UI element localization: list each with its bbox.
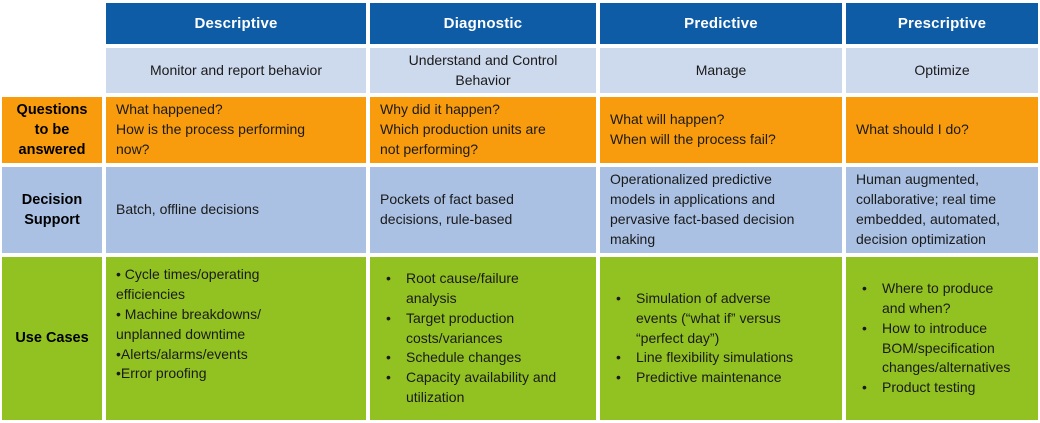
use-case-item: •Alerts/alarms/events <box>116 345 248 362</box>
questions-prescriptive: What should I do? <box>846 97 1038 163</box>
use-case-item: How to introduce BOM/specification chang… <box>856 319 1030 379</box>
subtitle-predictive: Manage <box>600 48 842 93</box>
use-case-item: Product testing <box>856 378 1030 398</box>
use-case-item: Predictive maintenance <box>610 368 834 388</box>
row-label-questions: Questions to be answered <box>2 97 102 163</box>
subtitle-descriptive: Monitor and report behavior <box>106 48 366 93</box>
column-header-predictive: Predictive <box>600 3 842 44</box>
use-case-item: Root cause/failure analysis <box>380 269 588 309</box>
decision-support-predictive: Operationalized predictive models in app… <box>600 167 842 253</box>
questions-predictive: What will happen? When will the process … <box>600 97 842 163</box>
column-header-descriptive: Descriptive <box>106 3 366 44</box>
row-label-use-cases: Use Cases <box>2 257 102 420</box>
questions-diagnostic: Why did it happen? Which production unit… <box>370 97 596 163</box>
use-cases-diagnostic: Root cause/failure analysis Target produ… <box>370 257 596 420</box>
empty-subtitle-cell <box>2 48 102 93</box>
use-cases-prescriptive: Where to produce and when? How to introd… <box>846 257 1038 420</box>
use-case-item: Where to produce and when? <box>856 279 1030 319</box>
questions-descriptive: What happened? How is the process perfor… <box>106 97 366 163</box>
use-case-item: • Machine breakdowns/ unplanned downtime <box>116 305 261 342</box>
use-case-item: Schedule changes <box>380 348 588 368</box>
use-case-item: Target production costs/variances <box>380 309 588 349</box>
decision-support-prescriptive: Human augmented, collaborative; real tim… <box>846 167 1038 253</box>
use-case-item: Capacity availability and utilization <box>380 368 588 408</box>
use-case-item: •Error proofing <box>116 365 207 382</box>
subtitle-diagnostic: Understand and Control Behavior <box>370 48 596 93</box>
use-case-item: Line flexibility simulations <box>610 348 834 368</box>
subtitle-prescriptive: Optimize <box>846 48 1038 93</box>
use-cases-predictive: Simulation of adverse events (“what if” … <box>600 257 842 420</box>
use-case-item: Simulation of adverse events (“what if” … <box>610 289 834 349</box>
column-header-prescriptive: Prescriptive <box>846 3 1038 44</box>
decision-support-descriptive: Batch, offline decisions <box>106 167 366 253</box>
decision-support-diagnostic: Pockets of fact based decisions, rule-ba… <box>370 167 596 253</box>
use-case-item: • Cycle times/operating efficiencies <box>116 266 260 302</box>
use-cases-descriptive: • Cycle times/operating efficiencies • M… <box>106 257 366 420</box>
column-header-diagnostic: Diagnostic <box>370 3 596 44</box>
row-label-decision-support: Decision Support <box>2 167 102 253</box>
empty-corner-cell <box>2 3 102 44</box>
